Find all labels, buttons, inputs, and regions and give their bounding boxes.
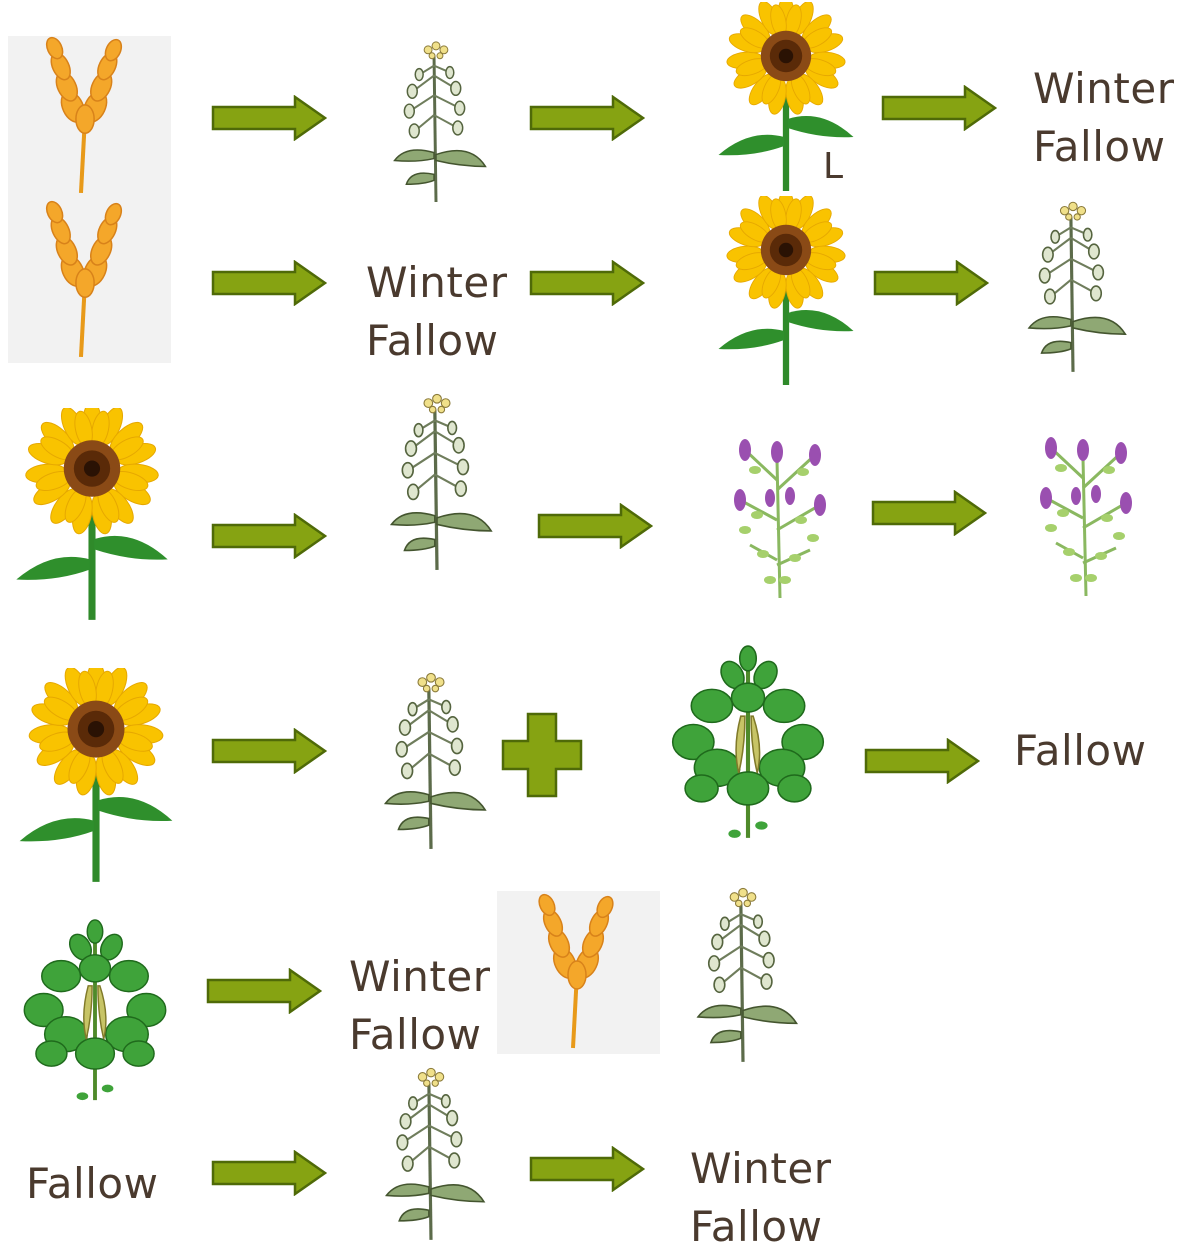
fallow-text: Fallow <box>1033 118 1174 176</box>
camelina-icon <box>1008 196 1138 374</box>
wheat-icon <box>520 893 630 1053</box>
winter-fallow-label: Winter Fallow <box>690 1140 831 1256</box>
arrow-icon <box>873 260 989 306</box>
sunflower-icon <box>10 668 182 892</box>
arrow-icon <box>206 968 322 1014</box>
camelina-icon <box>678 882 808 1064</box>
winter-text: Winter <box>690 1140 831 1198</box>
arrow-icon <box>211 1150 327 1196</box>
sunflower-icon <box>706 196 866 394</box>
winter-fallow-label: Winter Fallow <box>366 254 507 370</box>
fallow-label: Fallow <box>26 1155 158 1213</box>
soybean-icon <box>20 918 170 1102</box>
wheat-icon <box>28 200 138 362</box>
arrow-icon <box>211 95 327 141</box>
arrow-icon <box>529 1146 645 1192</box>
arrow-icon <box>529 95 645 141</box>
l-mark: L <box>823 146 843 187</box>
arrow-icon <box>864 738 980 784</box>
camelina-icon <box>372 384 502 576</box>
winter-text: Winter <box>1033 60 1174 118</box>
alfalfa-icon <box>715 420 845 600</box>
plus-icon <box>501 712 583 798</box>
arrow-icon <box>871 490 987 536</box>
fallow-text: Fallow <box>690 1198 831 1256</box>
arrow-icon <box>537 503 653 549</box>
winter-fallow-label: Winter Fallow <box>349 948 490 1064</box>
winter-text: Winter <box>349 948 490 1006</box>
arrow-icon <box>211 260 327 306</box>
camelina-icon <box>376 36 496 204</box>
arrow-icon <box>881 85 997 131</box>
soybean-icon <box>662 644 834 840</box>
fallow-text: Fallow <box>349 1006 490 1064</box>
alfalfa-icon <box>1021 418 1151 598</box>
winter-fallow-label: Winter Fallow <box>1033 60 1174 176</box>
winter-text: Winter <box>366 254 507 312</box>
sunflower-icon <box>6 408 178 630</box>
fallow-label: Fallow <box>1014 722 1146 780</box>
arrow-icon <box>211 513 327 559</box>
arrow-icon <box>529 260 645 306</box>
camelina-icon <box>366 1062 496 1242</box>
wheat-icon <box>28 36 138 198</box>
camelina-icon <box>366 662 496 856</box>
fallow-text: Fallow <box>366 312 507 370</box>
arrow-icon <box>211 728 327 774</box>
